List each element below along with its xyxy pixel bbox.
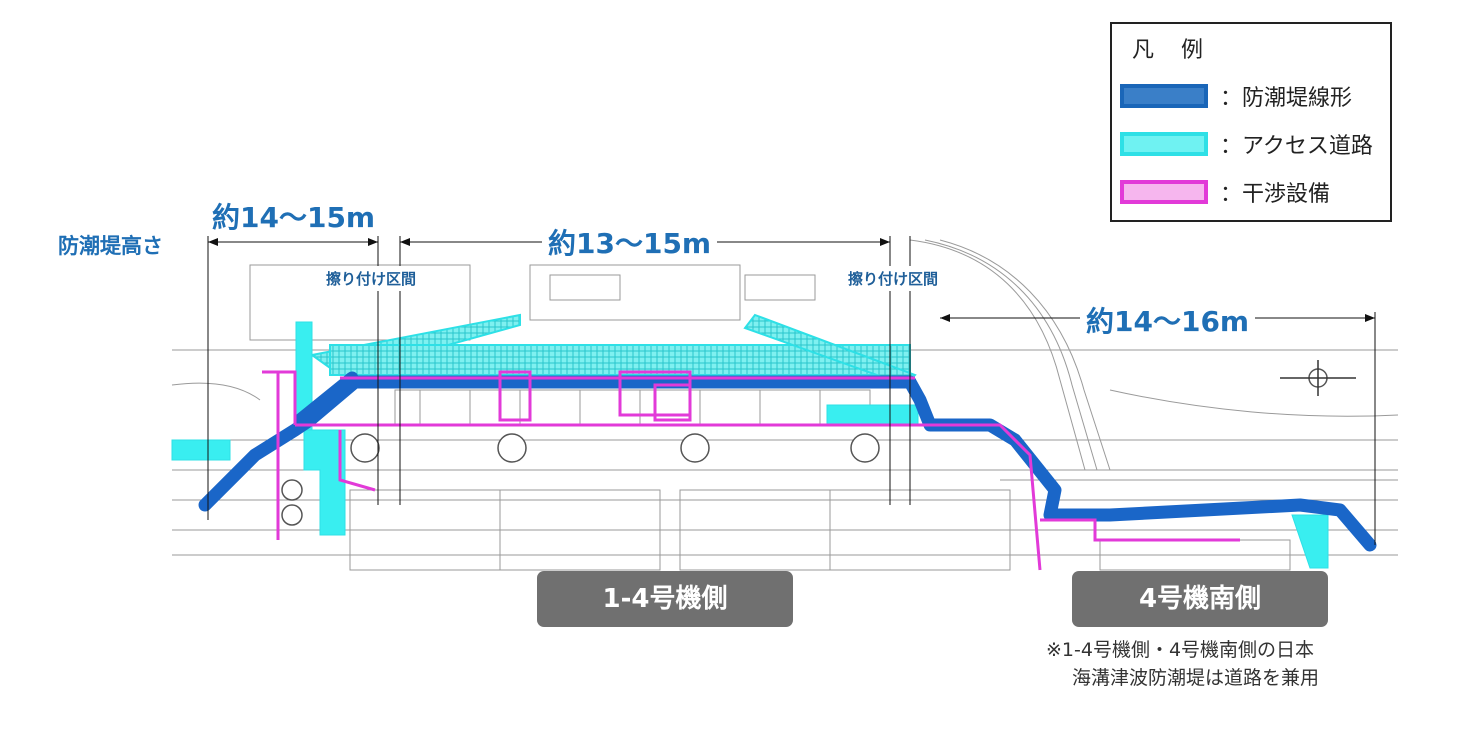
access-road-left-block [303, 429, 346, 536]
interference-main-horizontal [295, 423, 1042, 571]
dimension-label-middle: 約13～15m [542, 222, 718, 262]
legend-swatch-interference [1120, 180, 1208, 204]
access-road-shapes [309, 313, 917, 387]
legend-swatch-access-road [1120, 132, 1208, 156]
legend-label-seawall: ：防潮堤線形 [1220, 86, 1353, 111]
legend-label-interference: ：干渉設備 [1220, 182, 1331, 207]
legend: 凡 例 ：防潮堤線形 ：アクセス道路 ：干渉設備 [1110, 22, 1392, 222]
access-road-south [1291, 514, 1329, 569]
seawall-height-title: 防潮堤高さ [58, 234, 163, 258]
legend-swatch-seawall [1120, 84, 1208, 108]
dimension-arrows [208, 238, 1375, 322]
seawall-left-diagonal [293, 371, 359, 427]
dimension-label-left: 約14～15m [206, 196, 382, 236]
dimension-label-right: 約14～16m [1080, 300, 1256, 340]
interference-box-1 [498, 370, 532, 422]
legend-title: 凡 例 [1132, 38, 1213, 63]
interference-left-vertical-2 [262, 370, 297, 425]
interference-south [1040, 518, 1240, 542]
interference-lines [262, 370, 1240, 571]
compass-mark [1280, 360, 1356, 396]
footnote-line-2: 海溝津波防潮堤は道路を兼用 [1072, 667, 1320, 689]
transition-zone-label-right: 擦り付け区間 [842, 266, 945, 291]
footnote: ※1-4号機側・4号機南側の日本 海溝津波防潮堤は道路を兼用 [1046, 636, 1319, 692]
transition-zone-label-left: 擦り付け区間 [320, 266, 423, 291]
access-road-solid [171, 321, 1329, 569]
interference-box-3 [653, 383, 692, 422]
badge-unit-4-south: 4号機南側 [1072, 571, 1328, 627]
access-road-right [826, 404, 919, 426]
access-road-left-edge [171, 439, 231, 461]
legend-item-interference: ：干渉設備 [1120, 180, 1390, 208]
interference-left-lower [338, 430, 376, 492]
badge-units-1-4: 1-4号機側 [537, 571, 793, 627]
footnote-line-1: ※1-4号機側・4号機南側の日本 [1046, 639, 1315, 661]
legend-item-access-road: ：アクセス道路 [1120, 132, 1390, 160]
legend-label-access-road: ：アクセス道路 [1220, 134, 1373, 159]
legend-item-seawall: ：防潮堤線形 [1120, 84, 1390, 112]
